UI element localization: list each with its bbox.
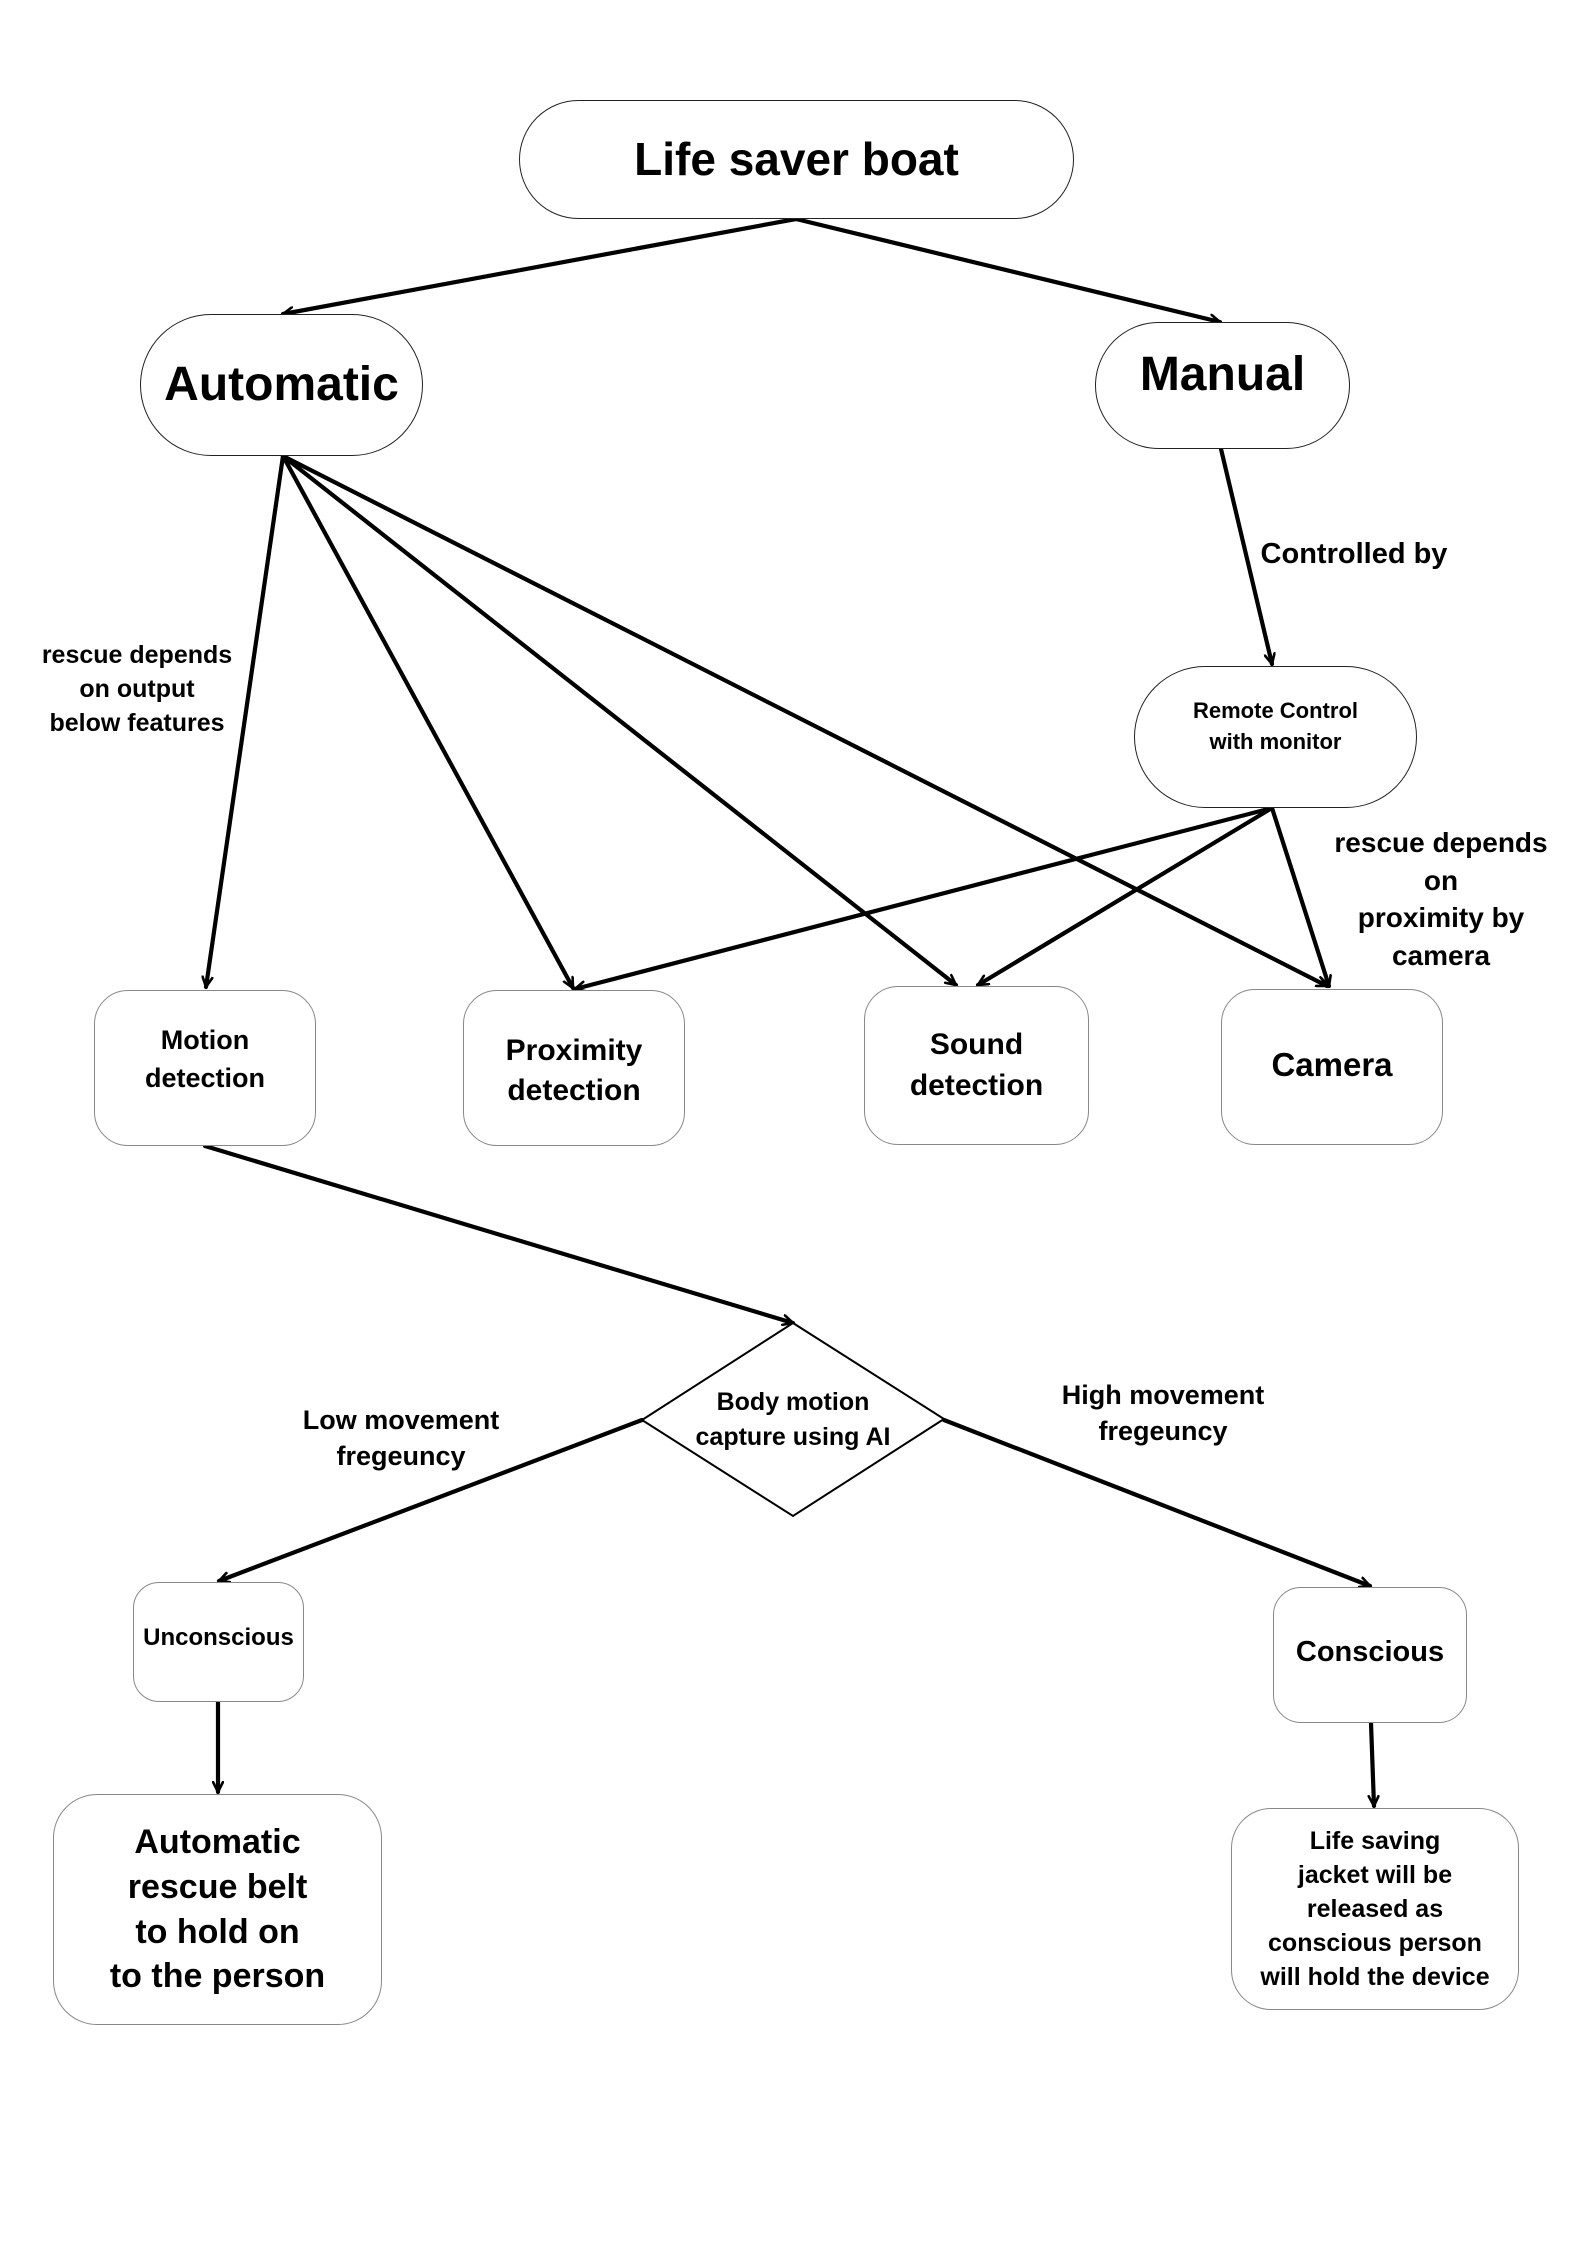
node-rescue-belt: Automatic rescue belt to hold on to the … bbox=[53, 1794, 382, 2025]
low-movement-line-1: Low movement bbox=[302, 1405, 500, 1435]
node-motion-line-1: Motion bbox=[160, 1025, 250, 1056]
automatic-note-line-1: rescue depends bbox=[41, 641, 233, 669]
node-proximity-line-2: detection bbox=[507, 1074, 641, 1107]
camera-note-line-1: rescue depends bbox=[1334, 827, 1548, 858]
automatic-note-line-2: on output bbox=[79, 675, 195, 703]
node-decision-line-1: Body motion bbox=[716, 1388, 870, 1416]
node-belt-line-3: to hold on bbox=[135, 1912, 300, 1951]
node-jacket-line-1: Life saving bbox=[1309, 1827, 1441, 1855]
node-sound-detection: Sound detection bbox=[864, 986, 1089, 1145]
node-life-saver-boat-label: Life saver boat bbox=[634, 132, 959, 185]
node-automatic: Automatic bbox=[140, 314, 423, 456]
high-movement-line-1: High movement bbox=[1061, 1380, 1265, 1410]
node-conscious-label: Conscious bbox=[1295, 1635, 1445, 1668]
camera-note-line-3: proximity by bbox=[1357, 902, 1525, 934]
node-automatic-label: Automatic bbox=[164, 358, 399, 411]
edge-root-manual bbox=[793, 216, 1223, 322]
node-remote-line-1: Remote Control bbox=[1193, 698, 1358, 724]
node-proximity-line-1: Proximity bbox=[505, 1033, 643, 1067]
node-camera-label: Camera bbox=[1271, 1046, 1393, 1084]
node-jacket-line-2: jacket will be bbox=[1297, 1861, 1453, 1889]
node-camera: Camera bbox=[1221, 989, 1443, 1145]
node-belt-line-2: rescue belt bbox=[127, 1867, 308, 1906]
node-motion-line-2: detection bbox=[144, 1063, 265, 1093]
node-belt-line-4: to the person bbox=[109, 1957, 326, 1996]
node-sound-line-2: detection bbox=[909, 1068, 1044, 1102]
camera-note-line-4: camera bbox=[1391, 939, 1491, 971]
node-remote-line-2: with monitor bbox=[1209, 729, 1342, 754]
node-sound-line-1: Sound bbox=[929, 1028, 1024, 1061]
decision-diamond bbox=[640, 1321, 946, 1518]
edge-label-high-movement: High movement fregeuncy bbox=[1062, 1377, 1265, 1449]
node-remote-control: Remote Control with monitor bbox=[1134, 666, 1417, 808]
edge-decision-unconscious bbox=[216, 1417, 645, 1581]
edge-root-automatic bbox=[280, 216, 799, 314]
low-movement-line-2: fregeuncy bbox=[336, 1441, 466, 1472]
automatic-note-line-3: below features bbox=[49, 709, 225, 737]
edge-decision-conscious bbox=[941, 1417, 1373, 1586]
edge-remote-camera bbox=[1269, 805, 1329, 989]
edge-remote-sound bbox=[975, 805, 1275, 988]
node-belt-line-1: Automatic bbox=[134, 1822, 301, 1861]
node-jacket-line-5: will hold the device bbox=[1260, 1963, 1490, 1991]
edge-automatic-camera bbox=[280, 453, 1330, 989]
edge-remote-proximity bbox=[572, 805, 1275, 989]
edge-automatic-proximity bbox=[280, 453, 576, 991]
node-unconscious-label: Unconscious bbox=[143, 1624, 294, 1651]
node-jacket-line-4: conscious person bbox=[1268, 1929, 1482, 1957]
high-movement-line-2: fregeuncy bbox=[1098, 1416, 1228, 1447]
node-life-saver-boat: Life saver boat bbox=[519, 100, 1074, 219]
edge-automatic-sound bbox=[280, 453, 959, 988]
edge-automatic-motion bbox=[206, 453, 286, 990]
node-motion-detection: Motion detection bbox=[94, 990, 316, 1146]
edge-label-controlled-by: Controlled by bbox=[1260, 538, 1448, 570]
edge-label-automatic-note: rescue depends on output below features bbox=[42, 638, 232, 740]
node-life-jacket: Life saving jacket will be released as c… bbox=[1231, 1808, 1519, 2010]
node-unconscious: Unconscious bbox=[133, 1582, 304, 1702]
node-decision-label: Body motion capture using AI bbox=[696, 1385, 891, 1455]
edge-label-camera-note: rescue depends on proximity by camera bbox=[1334, 824, 1547, 974]
camera-note-line-2: on bbox=[1423, 864, 1459, 896]
node-manual-label: Manual bbox=[1139, 347, 1306, 401]
node-jacket-line-3: released as bbox=[1306, 1895, 1444, 1923]
node-proximity-detection: Proximity detection bbox=[463, 990, 685, 1146]
edge-motion-decision bbox=[202, 1143, 796, 1323]
node-manual: Manual bbox=[1095, 322, 1350, 449]
edge-manual-remote bbox=[1218, 446, 1272, 667]
node-decision-line-2: capture using AI bbox=[695, 1423, 891, 1451]
edge-label-low-movement: Low movement fregeuncy bbox=[303, 1402, 500, 1474]
edge-conscious-jacket bbox=[1371, 1720, 1374, 1809]
node-conscious: Conscious bbox=[1273, 1587, 1467, 1723]
